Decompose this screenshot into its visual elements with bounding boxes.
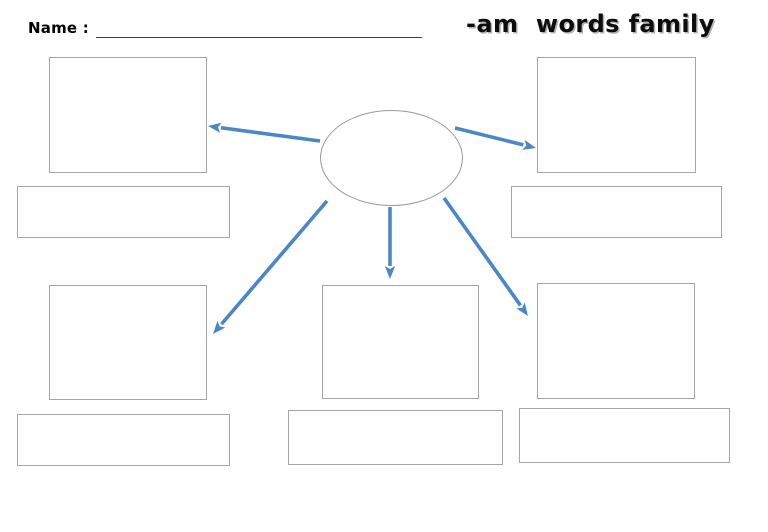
arrow-bottom-left [213, 199, 329, 334]
arrow-bottom-center [384, 207, 396, 279]
word-box-bottom-right[interactable] [537, 283, 695, 399]
arrow-top-left [208, 122, 321, 143]
page-title: -am words family [466, 10, 715, 38]
word-box-top-left[interactable] [49, 57, 207, 173]
sentence-box-bottom-center[interactable] [288, 410, 503, 465]
arrow-top-right [454, 126, 536, 150]
sentence-box-bottom-left[interactable] [17, 414, 230, 466]
word-box-bottom-left[interactable] [49, 285, 207, 400]
word-box-bottom-center[interactable] [322, 285, 479, 399]
sentence-box-top-left[interactable] [17, 186, 230, 238]
name-label: Name : [28, 19, 89, 37]
center-topic-oval[interactable] [320, 110, 463, 206]
sentence-box-bottom-right[interactable] [519, 408, 730, 463]
name-input-line[interactable] [96, 37, 422, 38]
word-box-top-right[interactable] [537, 57, 696, 173]
sentence-box-top-right[interactable] [511, 186, 722, 238]
